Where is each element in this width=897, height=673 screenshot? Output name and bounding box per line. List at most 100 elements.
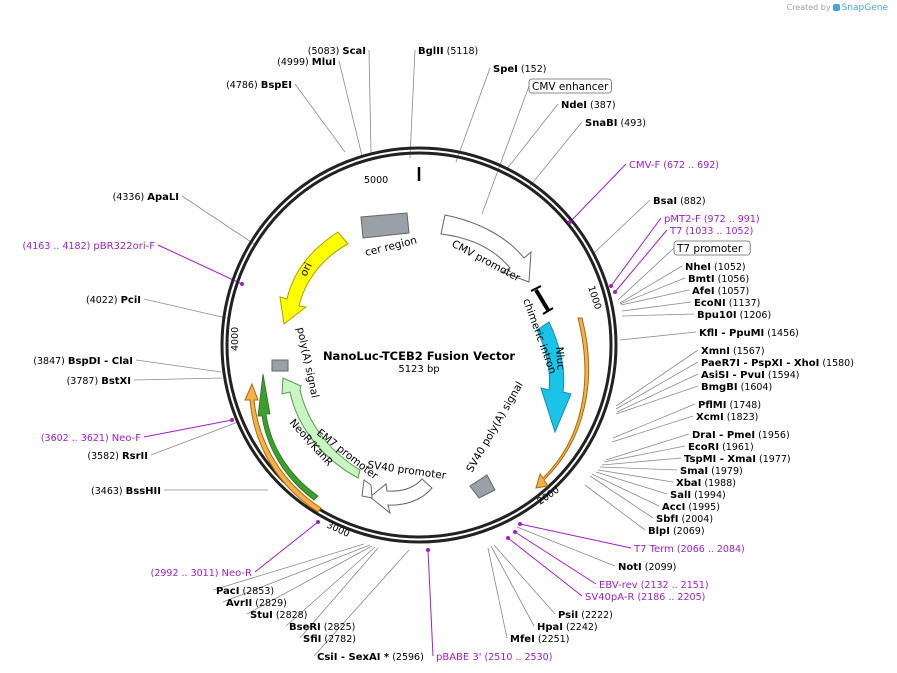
- site-label[interactable]: StuI (2828): [250, 610, 307, 621]
- site-text: SV40pA-R (2186 .. 2205): [585, 592, 705, 603]
- site-label[interactable]: CsiI - SexAI * (2596): [317, 652, 424, 663]
- site-label[interactable]: XmnI (1567): [701, 346, 765, 357]
- primer-label[interactable]: pBABE 3' (2510 .. 2530): [436, 652, 552, 663]
- site-label[interactable]: BmgBI (1604): [701, 382, 772, 393]
- primer-label[interactable]: (4163 .. 4182) pBR322ori-F: [23, 241, 156, 252]
- site-label[interactable]: AvrII (2829): [226, 598, 287, 609]
- leader-line: [591, 473, 660, 507]
- site-label[interactable]: BglII (5118): [418, 46, 478, 57]
- site-label[interactable]: XbaI (1988): [676, 478, 736, 489]
- site-position: (1033 .. 1052): [682, 226, 753, 237]
- site-label[interactable]: (3787) BstXI: [67, 376, 131, 387]
- primer-mark: [518, 522, 522, 526]
- site-position: (1994): [691, 490, 726, 501]
- site-label[interactable]: MfeI (2251): [510, 634, 569, 645]
- site-name: T7: [669, 226, 682, 237]
- primer-label[interactable]: T7 (1033 .. 1052): [669, 226, 753, 237]
- orange-orf-right[interactable]: [535, 317, 590, 489]
- site-text: XcmI (1823): [696, 412, 758, 423]
- leader-line: [619, 265, 683, 304]
- site-label[interactable]: (3463) BssHII: [91, 486, 161, 497]
- em7-promoter-arrow[interactable]: [361, 479, 373, 499]
- site-position: (3463): [91, 486, 126, 497]
- neor-kanr-arrow[interactable]: [281, 377, 361, 479]
- leader-line: [181, 195, 255, 245]
- site-position: (1604): [738, 382, 773, 393]
- site-label[interactable]: (4999) MluI: [277, 57, 336, 68]
- leader-line: [603, 445, 686, 463]
- site-position: (2004): [678, 514, 713, 525]
- site-label[interactable]: SnaBI (493): [585, 118, 646, 129]
- site-label[interactable]: AfeI (1057): [692, 286, 749, 297]
- callout-box: [673, 240, 751, 256]
- site-label[interactable]: PsiI (2222): [558, 610, 613, 621]
- site-label[interactable]: BmtI (1056): [688, 274, 749, 285]
- site-label[interactable]: EcoNI (1137): [694, 298, 760, 309]
- primer-label[interactable]: T7 Term (2066 .. 2084): [633, 544, 745, 555]
- site-label[interactable]: TspMI - XmaI (1977): [684, 454, 791, 465]
- site-text: SfiI (2782): [303, 634, 356, 645]
- site-label[interactable]: NheI (1052): [685, 262, 746, 273]
- site-label[interactable]: BsaI (882): [653, 196, 706, 207]
- leader-line: [612, 403, 696, 439]
- site-label[interactable]: (4786) BspEI: [226, 80, 292, 91]
- leader-line: [222, 544, 371, 603]
- site-label[interactable]: PflMI (1748): [698, 400, 761, 411]
- site-name: PsiI: [558, 610, 578, 621]
- site-label[interactable]: PacI (2853): [216, 586, 274, 597]
- site-label[interactable]: AccI (1995): [662, 502, 720, 513]
- primer-label[interactable]: (3602 .. 3621) Neo-F: [41, 433, 141, 444]
- site-text: PsiI (2222): [558, 610, 613, 621]
- site-name: XbaI: [676, 478, 701, 489]
- site-name: StuI: [250, 610, 273, 621]
- site-label[interactable]: SfiI (2782): [303, 634, 356, 645]
- orange-orf-left[interactable]: [244, 382, 322, 513]
- sv40-polya-box[interactable]: [469, 474, 496, 499]
- site-label[interactable]: (5083) ScaI: [308, 46, 366, 57]
- leader-line: [368, 49, 372, 154]
- site-label[interactable]: (4336) ApaLI: [113, 192, 179, 203]
- snapgene-logo-icon: [832, 4, 840, 11]
- ori-arrow[interactable]: [279, 231, 349, 325]
- primer-label[interactable]: pMT2-F (972 .. 991): [664, 214, 760, 225]
- site-text: AsiSI - PvuI (1594): [701, 370, 799, 381]
- chimeric-intron-marker[interactable]: [530, 285, 554, 315]
- leader-line: [133, 377, 223, 381]
- cmv-promoter-arrow[interactable]: [440, 214, 532, 283]
- site-label[interactable]: SmaI (1979): [680, 466, 743, 477]
- sv40-promoter-arrow[interactable]: [369, 478, 433, 515]
- site-label[interactable]: SbfI (2004): [656, 514, 713, 525]
- site-text: HpaI (2242): [537, 622, 598, 633]
- site-label[interactable]: AsiSI - PvuI (1594): [701, 370, 799, 381]
- site-label[interactable]: BlpI (2069): [648, 526, 705, 537]
- site-label[interactable]: NotI (2099): [618, 562, 676, 573]
- primer-label[interactable]: EBV-rev (2132 .. 2151): [599, 580, 709, 591]
- nluc-arrow[interactable]: [536, 321, 572, 434]
- site-label[interactable]: HpaI (2242): [537, 622, 598, 633]
- primer-label[interactable]: (2992 .. 3011) Neo-R: [151, 568, 252, 579]
- feature-callout[interactable]: CMV enhancer: [528, 78, 612, 94]
- polya-signal-box[interactable]: [271, 359, 289, 372]
- site-label[interactable]: XcmI (1823): [696, 412, 758, 423]
- site-label[interactable]: Bpu10I (1206): [697, 310, 771, 321]
- feature-callout[interactable]: T7 promoter: [673, 240, 751, 256]
- site-label[interactable]: (4022) PciI: [86, 295, 141, 306]
- site-label[interactable]: PaeR7I - PspXI - XhoI (1580): [701, 358, 854, 369]
- site-text: BseRI (2825): [289, 622, 355, 633]
- cer-region-box[interactable]: [360, 212, 410, 239]
- site-label[interactable]: DraI - PmeI (1956): [692, 430, 790, 441]
- site-label[interactable]: SpeI (152): [493, 64, 546, 75]
- site-label[interactable]: SalI (1994): [670, 490, 726, 501]
- primer-label[interactable]: CMV-F (672 .. 692): [629, 160, 719, 171]
- site-label[interactable]: (3847) BspDI - ClaI: [33, 356, 133, 367]
- primer-label[interactable]: SV40pA-R (2186 .. 2205): [585, 592, 705, 603]
- primer-mark: [568, 220, 572, 224]
- site-label[interactable]: EcoRI (1961): [688, 442, 754, 453]
- site-label[interactable]: KflI - PpuMI (1456): [699, 328, 799, 339]
- site-label[interactable]: NdeI (387): [561, 100, 616, 111]
- site-position: (2992 .. 3011): [151, 568, 222, 579]
- site-text: MfeI (2251): [510, 634, 569, 645]
- green-orf-arrow[interactable]: [257, 373, 319, 501]
- site-label[interactable]: (3582) RsrII: [87, 451, 148, 462]
- site-label[interactable]: BseRI (2825): [289, 622, 355, 633]
